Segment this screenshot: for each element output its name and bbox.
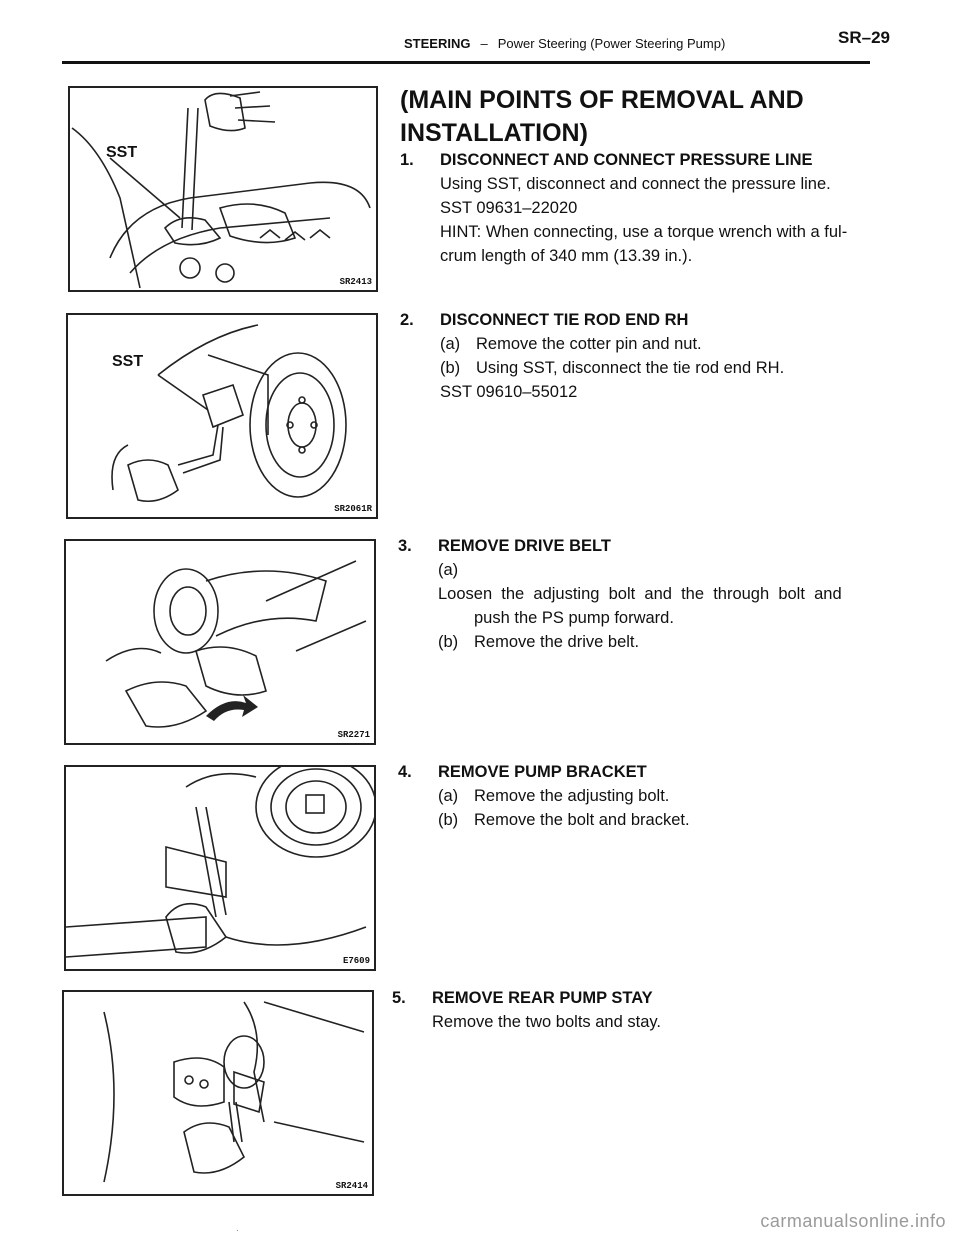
sub-step-label: (a): [440, 335, 461, 353]
figure-rear-pump-stay: SR2414: [62, 990, 374, 1196]
figure-code: E7609: [342, 956, 370, 966]
step-number: 5.: [392, 989, 406, 1007]
sub-step: (a) Loosen the adjusting bolt and the thr…: [398, 558, 870, 606]
figure-code: SR2271: [337, 730, 370, 740]
hint-text: crum length of 340 mm (13.39 in.).: [440, 247, 693, 265]
sst-label: SST: [112, 353, 144, 370]
illustration-rear-pump-stay: [103, 1001, 365, 1183]
sub-step-text: push the PS pump forward.: [474, 609, 674, 627]
hint-text: HINT: When connecting, use a torque wren…: [440, 223, 848, 241]
header-rule: [62, 61, 870, 64]
step-3: 3. REMOVE DRIVE BELT (a) Loosen the adjust…: [398, 534, 870, 654]
header-subsection: Power Steering (Power Steering Pump): [497, 36, 726, 51]
figure-pump-bracket: E7609: [64, 765, 376, 971]
sub-step-text: Using SST, disconnect the tie rod end RH…: [476, 359, 785, 377]
sub-step-label: (a): [438, 787, 459, 805]
figure-tie-rod-end: SST SR2061R: [66, 313, 378, 519]
sst-number: SST 09631–22020: [440, 199, 578, 217]
step-number: 2.: [400, 311, 414, 329]
sub-step-label: (b): [440, 359, 461, 377]
step-heading: DISCONNECT AND CONNECT PRESSURE LINE: [440, 151, 813, 169]
sub-step-continuation: push the PS pump forward.: [398, 606, 870, 630]
sub-step: (b) Using SST, disconnect the tie rod end…: [400, 356, 870, 380]
figure-drive-belt: SR2271: [64, 539, 376, 745]
sub-step-label: (b): [438, 633, 459, 651]
step-4: 4. REMOVE PUMP BRACKET (a) Remove the adju…: [398, 760, 868, 832]
sub-step: (a) Remove the adjusting bolt.: [398, 784, 868, 808]
sub-step: (a) Remove the cotter pin and nut.: [400, 332, 870, 356]
step-heading: REMOVE REAR PUMP STAY: [432, 989, 653, 1007]
step-number: 1.: [400, 151, 414, 169]
step-heading: DISCONNECT TIE ROD END RH: [440, 311, 689, 329]
figure-pressure-line: SST SR2413: [68, 86, 378, 292]
sst-number: SST 09610–55012: [440, 383, 578, 401]
figure-code: SR2414: [335, 1181, 368, 1191]
arrow-icon: [206, 695, 258, 721]
step-number: 3.: [398, 537, 412, 555]
step-1: 1. DISCONNECT AND CONNECT PRESSURE LINE U…: [400, 148, 870, 268]
step-2: 2. DISCONNECT TIE ROD END RH (a) Remove th…: [400, 308, 870, 404]
sub-step: (b) Remove the bolt and bracket.: [398, 808, 868, 832]
sub-step-text: Remove the bolt and bracket.: [474, 811, 690, 829]
illustration-tie-rod-puller: [111, 324, 347, 503]
sub-step-text: Remove the adjusting bolt.: [474, 787, 670, 805]
illustration-wrench-on-pressure-line: [71, 91, 371, 289]
header-separator: –: [480, 36, 488, 51]
sub-step-text: Loosen the adjusting bolt and the throug…: [438, 585, 842, 603]
sub-step-text: Remove the cotter pin and nut.: [476, 335, 702, 353]
step-number: 4.: [398, 763, 412, 781]
running-header: STEERING–Power Steering (Power Steering …: [404, 36, 725, 51]
sub-step-label: (a): [438, 561, 459, 579]
illustration-ps-pump-belt: [105, 560, 367, 728]
step-heading: REMOVE PUMP BRACKET: [438, 763, 647, 781]
sub-step-label: (b): [438, 811, 459, 829]
figure-code: SR2061R: [334, 504, 372, 514]
sub-step: (b) Remove the drive belt.: [398, 630, 870, 654]
page-speck: .: [236, 1223, 239, 1234]
step-text: Using SST, disconnect and connect the pr…: [440, 175, 831, 193]
watermark: carmanualsonline.info: [760, 1211, 946, 1231]
step-heading: REMOVE DRIVE BELT: [438, 537, 611, 555]
figure-code: SR2413: [339, 277, 372, 287]
illustration-pump-bracket: [66, 767, 374, 958]
step-5: 5. REMOVE REAR PUMP STAY Remove the two b…: [392, 986, 862, 1034]
page-title-line: (MAIN POINTS OF REMOVAL AND: [400, 86, 804, 114]
sst-label: SST: [106, 144, 138, 161]
step-text: Remove the two bolts and stay.: [432, 1013, 661, 1031]
header-section-title: STEERING: [404, 36, 471, 51]
sub-step-text: Remove the drive belt.: [474, 633, 640, 651]
page-title-line: INSTALLATION): [400, 119, 588, 147]
page-number: SR–29: [838, 28, 890, 47]
page-title: (MAIN POINTS OF REMOVAL AND INSTALLATION…: [400, 84, 880, 150]
